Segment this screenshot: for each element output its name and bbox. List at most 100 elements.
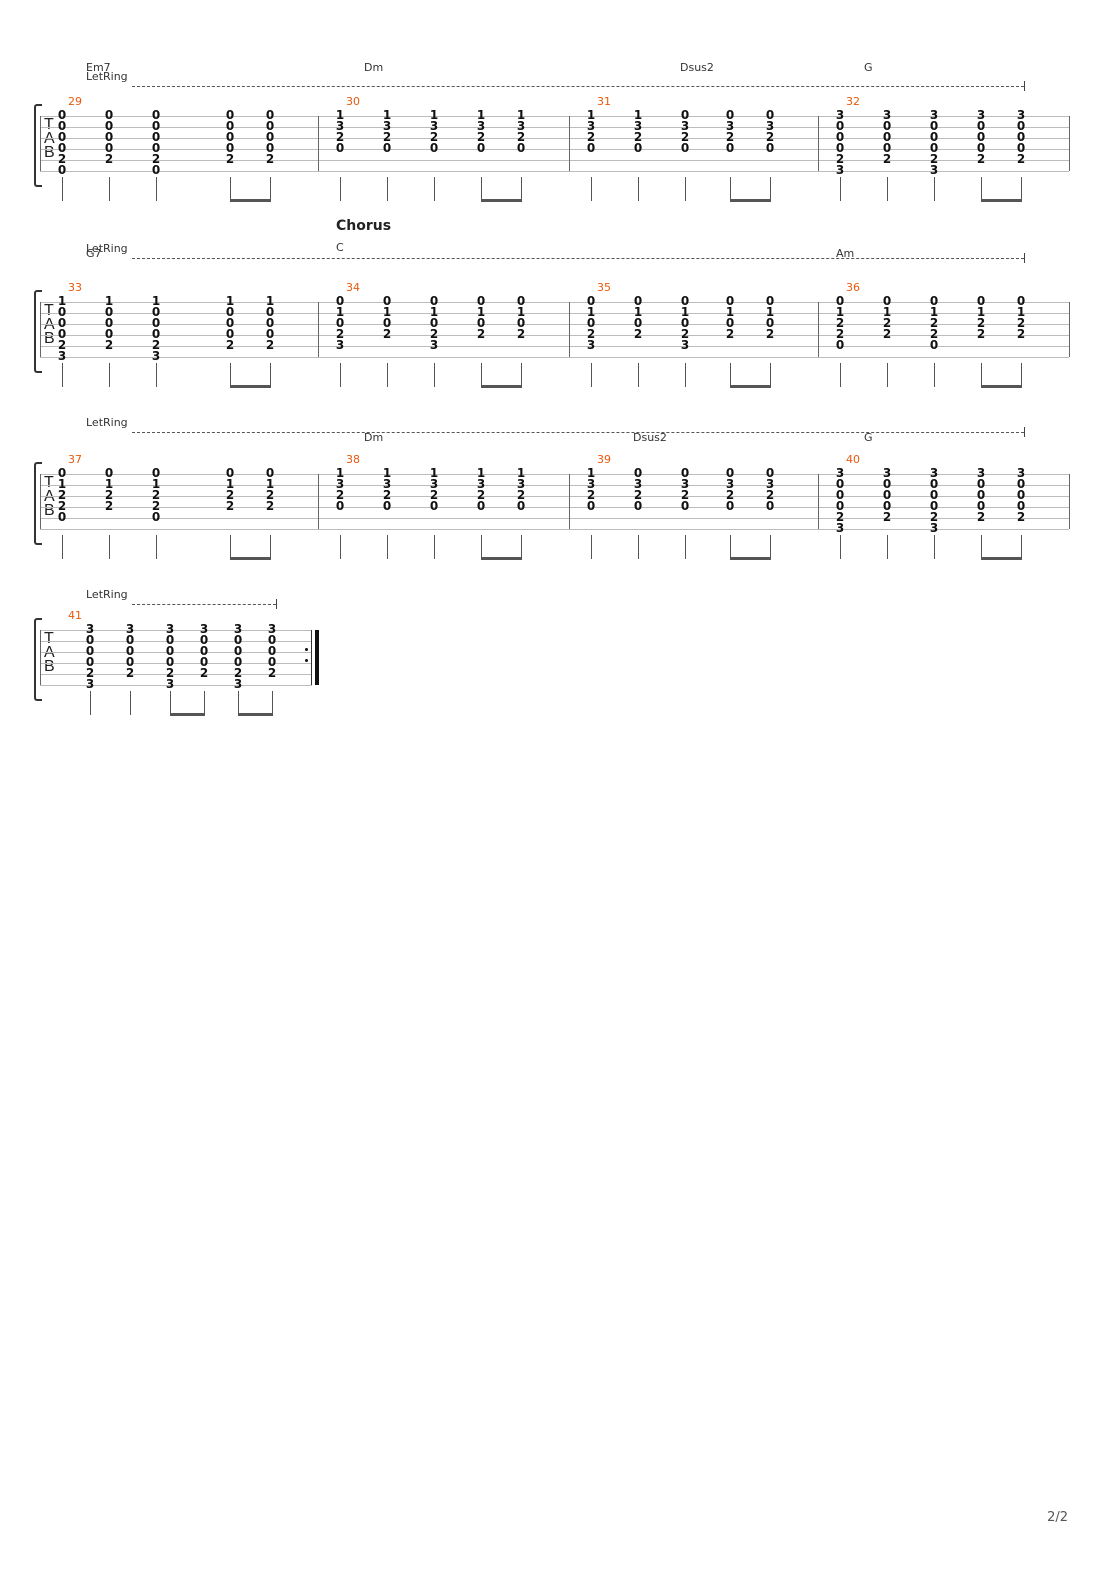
eighth-beam bbox=[481, 199, 522, 202]
eighth-beam bbox=[981, 385, 1022, 388]
barline bbox=[569, 302, 570, 357]
note-stem bbox=[1021, 177, 1022, 201]
eighth-beam bbox=[730, 557, 771, 560]
fret-number: 3 bbox=[586, 119, 596, 133]
fret-number: 0 bbox=[586, 141, 596, 155]
fret-number: 1 bbox=[1016, 305, 1026, 319]
fret-number: 0 bbox=[765, 499, 775, 513]
fret-number: 0 bbox=[225, 327, 235, 341]
fret-number: 0 bbox=[835, 130, 845, 144]
fret-number: 0 bbox=[225, 108, 235, 122]
fret-number: 0 bbox=[265, 305, 275, 319]
fret-number: 1 bbox=[633, 305, 643, 319]
chord-name: G bbox=[864, 61, 873, 74]
tab-clef-letter: B bbox=[44, 658, 55, 675]
staff-string-line bbox=[40, 357, 1069, 358]
fret-number: 0 bbox=[225, 305, 235, 319]
note-stem bbox=[1021, 535, 1022, 559]
fret-number: 0 bbox=[57, 466, 67, 480]
fret-number: 0 bbox=[151, 163, 161, 177]
fret-number: 0 bbox=[225, 141, 235, 155]
staff-string-line bbox=[40, 346, 1069, 347]
staff-string-line bbox=[40, 335, 1069, 336]
note-stem bbox=[270, 535, 271, 559]
note-stem bbox=[840, 535, 841, 559]
let-ring-label: LetRing bbox=[86, 242, 128, 255]
fret-number: 2 bbox=[882, 316, 892, 330]
fret-number: 0 bbox=[976, 294, 986, 308]
fret-number: 3 bbox=[233, 622, 243, 636]
staff-string-line bbox=[40, 149, 1069, 150]
fret-number: 2 bbox=[929, 152, 939, 166]
note-stem bbox=[340, 535, 341, 559]
fret-number: 2 bbox=[882, 510, 892, 524]
barline bbox=[1069, 116, 1070, 171]
measure-number: 37 bbox=[68, 453, 82, 466]
note-stem bbox=[340, 363, 341, 387]
fret-number: 2 bbox=[151, 488, 161, 502]
fret-number: 2 bbox=[765, 488, 775, 502]
fret-number: 3 bbox=[835, 108, 845, 122]
fret-number: 2 bbox=[104, 338, 114, 352]
fret-number: 0 bbox=[429, 141, 439, 155]
fret-number: 0 bbox=[835, 488, 845, 502]
fret-number: 0 bbox=[765, 466, 775, 480]
staff-string-line bbox=[40, 496, 1069, 497]
fret-number: 0 bbox=[151, 141, 161, 155]
fret-number: 0 bbox=[151, 510, 161, 524]
eighth-beam bbox=[170, 713, 205, 716]
fret-number: 3 bbox=[1016, 108, 1026, 122]
system-bracket bbox=[34, 290, 42, 373]
measure-number: 31 bbox=[597, 95, 611, 108]
fret-number: 0 bbox=[725, 141, 735, 155]
fret-number: 3 bbox=[165, 622, 175, 636]
staff-string-line bbox=[40, 116, 1069, 117]
fret-number: 2 bbox=[765, 130, 775, 144]
fret-number: 2 bbox=[680, 488, 690, 502]
fret-number: 0 bbox=[429, 294, 439, 308]
measure-number: 39 bbox=[597, 453, 611, 466]
fret-number: 1 bbox=[429, 108, 439, 122]
fret-number: 2 bbox=[882, 327, 892, 341]
fret-number: 1 bbox=[835, 305, 845, 319]
note-stem bbox=[521, 177, 522, 201]
fret-number: 2 bbox=[976, 510, 986, 524]
chord-name: G bbox=[864, 431, 873, 444]
tab-clef-letter: B bbox=[44, 144, 55, 161]
fret-number: 0 bbox=[680, 466, 690, 480]
fret-number: 0 bbox=[882, 499, 892, 513]
fret-number: 2 bbox=[382, 130, 392, 144]
fret-number: 0 bbox=[151, 119, 161, 133]
fret-number: 1 bbox=[335, 466, 345, 480]
fret-number: 3 bbox=[882, 466, 892, 480]
note-stem bbox=[521, 363, 522, 387]
staff-string-line bbox=[40, 630, 312, 631]
fret-number: 3 bbox=[929, 521, 939, 535]
fret-number: 1 bbox=[382, 466, 392, 480]
fret-number: 3 bbox=[835, 521, 845, 535]
let-ring-end bbox=[276, 599, 277, 609]
fret-number: 0 bbox=[104, 141, 114, 155]
fret-number: 2 bbox=[1016, 152, 1026, 166]
fret-number: 2 bbox=[976, 152, 986, 166]
fret-number: 0 bbox=[1016, 130, 1026, 144]
staff-string-line bbox=[40, 529, 1069, 530]
fret-number: 1 bbox=[633, 108, 643, 122]
fret-number: 0 bbox=[57, 141, 67, 155]
staff-string-line bbox=[40, 474, 1069, 475]
note-stem bbox=[170, 691, 171, 715]
fret-number: 1 bbox=[104, 294, 114, 308]
fret-number: 0 bbox=[929, 499, 939, 513]
fret-number: 1 bbox=[225, 477, 235, 491]
fret-number: 0 bbox=[57, 327, 67, 341]
fret-number: 0 bbox=[335, 499, 345, 513]
fret-number: 3 bbox=[586, 477, 596, 491]
fret-number: 0 bbox=[57, 130, 67, 144]
note-stem bbox=[981, 363, 982, 387]
fret-number: 0 bbox=[1016, 488, 1026, 502]
fret-number: 2 bbox=[633, 130, 643, 144]
note-stem bbox=[230, 363, 231, 387]
note-stem bbox=[230, 177, 231, 201]
fret-number: 2 bbox=[725, 130, 735, 144]
fret-number: 2 bbox=[151, 338, 161, 352]
